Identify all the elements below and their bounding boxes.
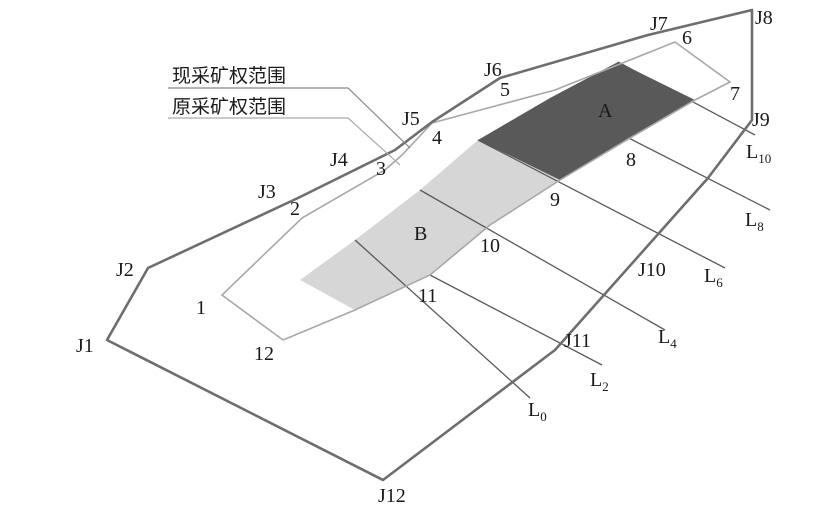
label-p11: 11 — [418, 285, 437, 307]
label-j4: J4 — [330, 149, 348, 171]
legend-original-boundary: 原采矿权范围 — [172, 96, 286, 118]
legend-leader-current — [168, 87, 411, 149]
block-b-area — [300, 140, 560, 310]
label-l10: L10 — [746, 141, 771, 166]
label-j9: J9 — [752, 109, 770, 131]
label-j11: J11 — [564, 330, 591, 352]
label-j6: J6 — [484, 59, 502, 81]
label-p10: 10 — [480, 235, 500, 257]
section-line-l2 — [429, 274, 603, 366]
label-p7: 7 — [730, 83, 740, 105]
block-a-area — [478, 62, 695, 180]
label-p3: 3 — [376, 158, 386, 180]
label-block-b: B — [414, 223, 427, 245]
label-l2: L2 — [590, 369, 609, 394]
label-l0: L0 — [528, 399, 547, 424]
label-j5: J5 — [402, 108, 420, 130]
label-p12: 12 — [254, 343, 274, 365]
label-p4: 4 — [432, 127, 442, 149]
label-p8: 8 — [626, 149, 636, 171]
label-p5: 5 — [500, 79, 510, 101]
label-l4: L4 — [658, 326, 677, 351]
original-mining-boundary — [220, 41, 732, 341]
label-j12: J12 — [378, 485, 406, 507]
label-p2: 2 — [290, 198, 300, 220]
label-j2: J2 — [116, 259, 134, 281]
label-j10: J10 — [638, 259, 666, 281]
section-line-l0 — [354, 239, 531, 399]
label-j1: J1 — [76, 335, 94, 357]
label-p1: 1 — [196, 297, 206, 319]
label-j7: J7 — [650, 13, 668, 35]
section-line-l6 — [477, 139, 726, 269]
legend-leader-original — [168, 117, 401, 166]
label-l6: L6 — [704, 265, 723, 290]
section-line-l10 — [617, 61, 756, 136]
label-l8: L8 — [745, 209, 764, 234]
label-j3: J3 — [258, 181, 276, 203]
section-line-l8 — [549, 97, 771, 211]
label-block-a: A — [598, 100, 613, 122]
label-p6: 6 — [682, 27, 692, 49]
label-j8: J8 — [755, 7, 773, 29]
legend-current-boundary: 现采矿权范围 — [172, 65, 286, 87]
current-mining-boundary — [105, 8, 754, 482]
section-line-l4 — [419, 189, 666, 331]
label-p9: 9 — [550, 189, 560, 211]
